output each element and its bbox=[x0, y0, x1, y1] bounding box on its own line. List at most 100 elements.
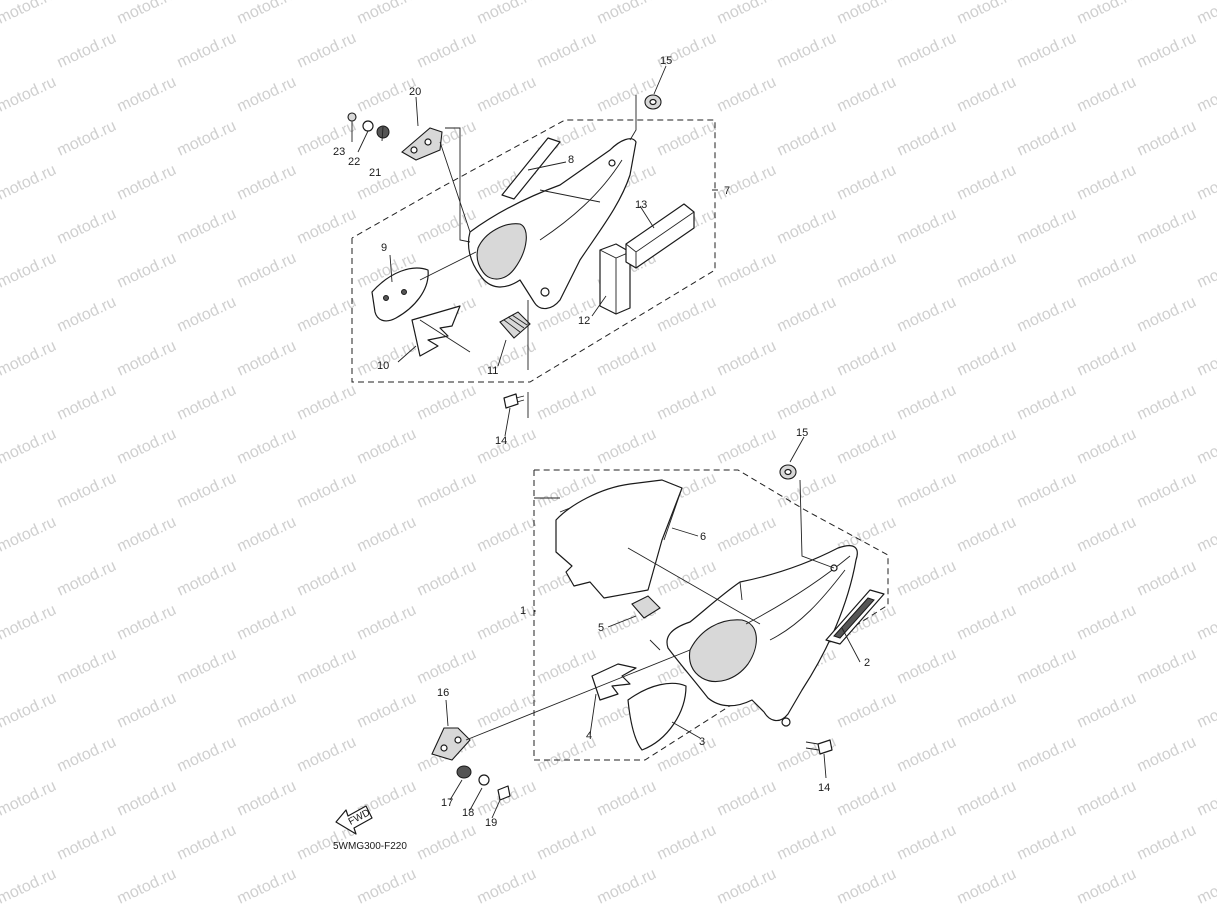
watermark-text: motod.ru bbox=[1075, 690, 1139, 732]
watermark-text: motod.ru bbox=[0, 74, 59, 116]
watermark-text: motod.ru bbox=[55, 470, 119, 512]
diagram-code: 5WMG300-F220 bbox=[333, 841, 407, 852]
watermark-text: motod.ru bbox=[235, 162, 299, 204]
watermark-text: motod.ru bbox=[1015, 294, 1079, 336]
watermark-text: motod.ru bbox=[1015, 470, 1079, 512]
watermark-text: motod.ru bbox=[1075, 0, 1139, 28]
watermark-text: motod.ru bbox=[655, 382, 719, 424]
callout-6: 6 bbox=[700, 531, 706, 543]
watermark-text: motod.ru bbox=[115, 514, 179, 556]
watermark-text: motod.ru bbox=[895, 910, 959, 913]
watermark-text: motod.ru bbox=[835, 866, 899, 908]
watermark-text: motod.ru bbox=[1075, 426, 1139, 468]
watermark-text: motod.ru bbox=[235, 74, 299, 116]
watermark-text: motod.ru bbox=[415, 470, 479, 512]
callout-4: 4 bbox=[586, 730, 592, 742]
callout-16: 16 bbox=[437, 687, 449, 699]
callout-leaders bbox=[351, 65, 861, 819]
watermark-text: motod.ru bbox=[0, 866, 59, 908]
bracket-20-hole-b bbox=[424, 138, 432, 146]
watermark-text: motod.ru bbox=[1135, 30, 1199, 72]
plate-10 bbox=[411, 305, 461, 357]
watermark-text: motod.ru bbox=[1195, 338, 1217, 380]
watermark-text: motod.ru bbox=[475, 74, 539, 116]
upper-assembly bbox=[347, 94, 716, 418]
watermark-text: motod.ru bbox=[895, 470, 959, 512]
watermark-text: motod.ru bbox=[595, 778, 659, 820]
watermark-text: motod.ru bbox=[775, 294, 839, 336]
watermark-text: motod.ru bbox=[535, 822, 599, 864]
watermark-text: motod.ru bbox=[475, 0, 539, 28]
watermark-text: motod.ru bbox=[1015, 30, 1079, 72]
watermark-text: motod.ru bbox=[55, 294, 119, 336]
upper-leaders bbox=[419, 95, 637, 418]
watermark-text: motod.ru bbox=[235, 250, 299, 292]
watermark-text: motod.ru bbox=[1075, 250, 1139, 292]
watermark-text: motod.ru bbox=[595, 866, 659, 908]
watermark-text: motod.ru bbox=[1075, 338, 1139, 380]
watermark-text: motod.ru bbox=[775, 118, 839, 160]
watermark-text: motod.ru bbox=[475, 602, 539, 644]
watermark-text: motod.ru bbox=[895, 558, 959, 600]
watermark-text: motod.ru bbox=[955, 426, 1019, 468]
watermark-text: motod.ru bbox=[235, 338, 299, 380]
watermark-text: motod.ru bbox=[655, 294, 719, 336]
bolt-14-upper-shank bbox=[515, 395, 525, 403]
pad-6 bbox=[555, 479, 683, 599]
watermark-text: motod.ru bbox=[55, 734, 119, 776]
watermark-text: motod.ru bbox=[115, 602, 179, 644]
watermark-text: motod.ru bbox=[0, 778, 59, 820]
watermark-text: motod.ru bbox=[175, 206, 239, 248]
watermark-text: motod.ru bbox=[415, 646, 479, 688]
watermark-text: motod.ru bbox=[1075, 602, 1139, 644]
watermark-text: motod.ru bbox=[1015, 118, 1079, 160]
side-cover-right-hole bbox=[781, 717, 791, 727]
watermark-text: motod.ru bbox=[1195, 162, 1217, 204]
watermark-text: motod.ru bbox=[1195, 250, 1217, 292]
watermark-text: motod.ru bbox=[55, 206, 119, 248]
watermark-text: motod.ru bbox=[1015, 822, 1079, 864]
pad-6-thickness bbox=[559, 479, 683, 541]
watermark-text: motod.ru bbox=[175, 30, 239, 72]
watermark-text: motod.ru bbox=[1135, 646, 1199, 688]
watermark-text: motod.ru bbox=[175, 294, 239, 336]
watermark-text: motod.ru bbox=[895, 294, 959, 336]
watermark-text: motod.ru bbox=[835, 426, 899, 468]
watermark-text: motod.ru bbox=[715, 250, 779, 292]
lower-leaders bbox=[465, 479, 835, 741]
callout-numbers: 20 23 22 21 15 8 7 13 9 12 10 11 14 15 6… bbox=[333, 55, 870, 829]
watermark-text: motod.ru bbox=[1015, 910, 1079, 913]
foam-block-13 bbox=[625, 203, 695, 269]
watermark-text: motod.ru bbox=[295, 206, 359, 248]
watermark-text: motod.ru bbox=[955, 690, 1019, 732]
watermark-text: motod.ru bbox=[1195, 866, 1217, 908]
watermark-text: motod.ru bbox=[295, 382, 359, 424]
watermark-text: motod.ru bbox=[715, 338, 779, 380]
callout-3: 3 bbox=[699, 736, 705, 748]
watermark-text: motod.ru bbox=[415, 910, 479, 913]
watermark-text: motod.ru bbox=[895, 206, 959, 248]
bracket-line bbox=[439, 141, 471, 233]
watermark-text: motod.ru bbox=[295, 646, 359, 688]
watermark-text: motod.ru bbox=[475, 514, 539, 556]
side-cover-left-recess bbox=[476, 223, 527, 280]
foam-block-13-edge bbox=[625, 211, 695, 268]
watermark-text: motod.ru bbox=[115, 0, 179, 28]
watermark-text: motod.ru bbox=[1195, 778, 1217, 820]
watermark-text: motod.ru bbox=[655, 558, 719, 600]
callout-2: 2 bbox=[864, 657, 870, 669]
watermark-text: motod.ru bbox=[895, 822, 959, 864]
watermark-text: motod.ru bbox=[0, 690, 59, 732]
watermark-text: motod.ru bbox=[235, 866, 299, 908]
watermark-text: motod.ru bbox=[115, 250, 179, 292]
watermark-text: motod.ru bbox=[415, 30, 479, 72]
watermark-text: motod.ru bbox=[0, 162, 59, 204]
watermark-text: motod.ru bbox=[955, 74, 1019, 116]
watermark-text: motod.ru bbox=[115, 690, 179, 732]
watermark-text: motod.ru bbox=[355, 0, 419, 28]
plate-4 bbox=[591, 663, 637, 701]
watermark-text: motod.ru bbox=[235, 0, 299, 28]
watermark-text: motod.ru bbox=[235, 602, 299, 644]
watermark-text: motod.ru bbox=[715, 0, 779, 28]
